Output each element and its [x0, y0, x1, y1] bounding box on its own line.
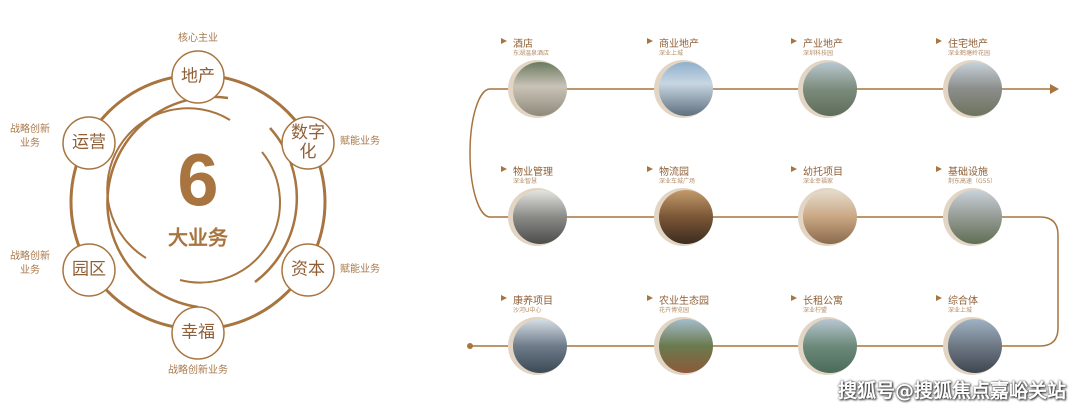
project-subtitle: 荆东高速（G55）: [948, 178, 997, 185]
center-text: 大业务: [168, 225, 228, 250]
project-photo: [659, 319, 713, 373]
project-photo: [659, 62, 713, 116]
triangle-bullet-icon: [936, 38, 942, 44]
timeline-end-dot: [467, 343, 473, 349]
timeline-curve-right: [1039, 216, 1059, 347]
node-circle: [281, 116, 335, 170]
node-note: 核心主业: [178, 33, 218, 44]
project-title: 住宅地产: [948, 39, 988, 50]
node-label: 地产: [181, 66, 215, 87]
node-note: 赋能业务: [340, 136, 380, 147]
project-photo: [948, 190, 1002, 244]
node-label: 资本: [291, 259, 325, 280]
node-label: 数字化: [291, 123, 325, 162]
triangle-bullet-icon: [647, 166, 653, 172]
project-title: 产业地产: [803, 39, 843, 50]
node-circle: [62, 243, 116, 297]
six-business-diagram: [62, 50, 335, 360]
project-title: 综合体: [948, 296, 978, 307]
project-title: 商业地产: [659, 39, 699, 50]
project-subtitle: 深业柠盟: [803, 307, 828, 314]
project-title: 幼托项目: [803, 167, 843, 178]
triangle-bullet-icon: [791, 38, 797, 44]
project-photo: [513, 319, 567, 373]
project-subtitle: 深圳科技园: [803, 50, 834, 57]
project-subtitle: 花卉博览园: [659, 307, 690, 314]
triangle-bullet-icon: [501, 295, 507, 301]
timeline-arrow-icon: [1050, 84, 1059, 94]
project-subtitle: 东湖温泉酒店: [513, 50, 550, 57]
node-note: 赋能业务: [340, 264, 380, 275]
project-subtitle: 深业幸福家: [803, 178, 834, 185]
project-photo: [803, 62, 857, 116]
node-circle: [62, 116, 116, 170]
project-title: 康养项目: [513, 296, 553, 307]
project-subtitle: 深业车城广场: [659, 178, 696, 185]
project-subtitle: 深业上城: [659, 50, 684, 57]
project-photo: [803, 319, 857, 373]
triangle-bullet-icon: [647, 295, 653, 301]
node-note: 战略创新业务: [168, 365, 228, 376]
node-circle: [171, 306, 225, 360]
project-photo: [803, 190, 857, 244]
project-photo: [948, 62, 1002, 116]
triangle-bullet-icon: [501, 38, 507, 44]
timeline-curve-left: [469, 88, 491, 218]
node-label: 幸福: [181, 322, 215, 343]
project-photo: [513, 190, 567, 244]
project-title: 物流园: [659, 167, 689, 178]
project-title: 基础设施: [948, 167, 988, 178]
project-photo: [948, 319, 1002, 373]
triangle-bullet-icon: [501, 166, 507, 172]
middle-arc: [106, 95, 229, 309]
triangle-bullet-icon: [791, 166, 797, 172]
inner-arc-right: [179, 151, 281, 284]
project-subtitle: 深业智慧: [513, 178, 538, 185]
triangle-bullet-icon: [936, 295, 942, 301]
triangle-bullet-icon: [791, 295, 797, 301]
node-note: 战略创新业务: [10, 124, 50, 149]
project-subtitle: 沙河U中心: [513, 307, 542, 314]
node-note: 战略创新业务: [10, 251, 50, 276]
project-title: 酒店: [513, 39, 533, 50]
project-title: 农业生态园: [659, 296, 709, 307]
project-subtitle: 深业鹤塘岭花园: [948, 50, 991, 57]
project-photo: [513, 62, 567, 116]
project-title: 长租公寓: [803, 296, 843, 307]
inner-arc-left: [106, 107, 231, 259]
project-title: 物业管理: [513, 167, 553, 178]
watermark: 搜狐号@搜狐焦点嘉峪关站: [837, 380, 1066, 402]
triangle-bullet-icon: [936, 166, 942, 172]
triangle-bullet-icon: [647, 38, 653, 44]
node-label: 运营: [72, 132, 106, 153]
node-label: 园区: [72, 259, 106, 280]
node-circle: [171, 50, 225, 104]
project-subtitle: 深业上城: [948, 307, 973, 314]
project-photo: [659, 190, 713, 244]
center-number: 6: [177, 138, 219, 222]
node-circle: [281, 243, 335, 297]
